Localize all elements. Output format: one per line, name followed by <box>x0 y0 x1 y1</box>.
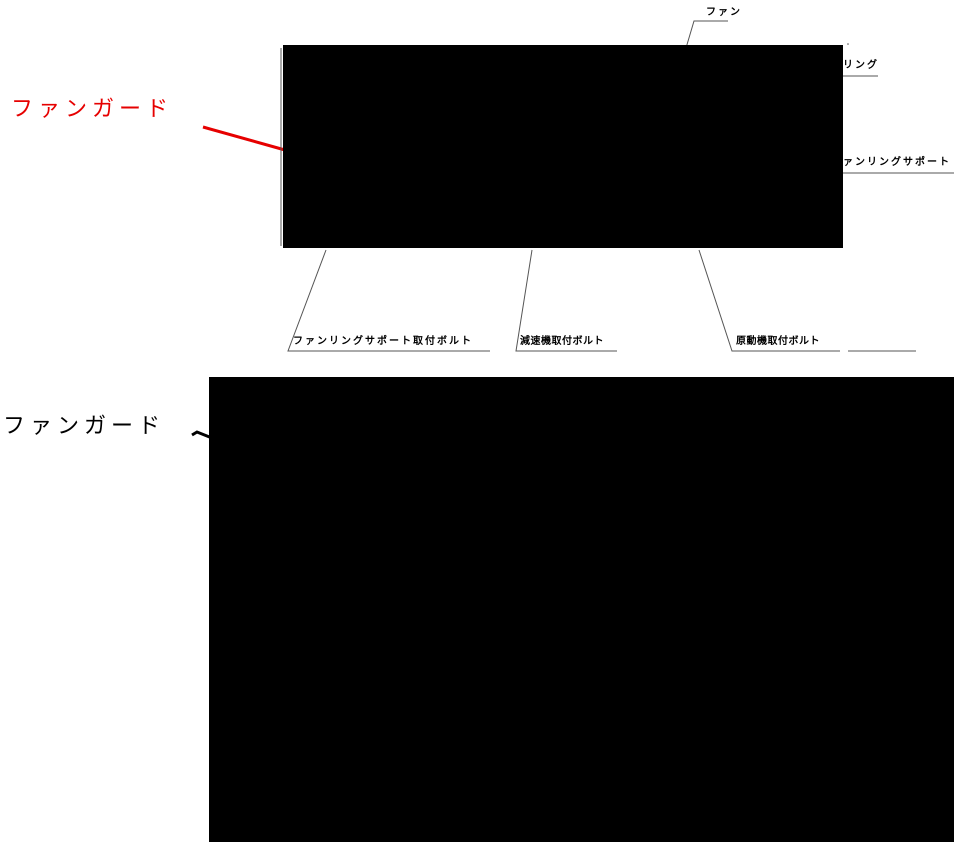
top-leader-lines <box>202 20 954 352</box>
fan-label: ファン <box>706 7 742 18</box>
top-diagram: ファンガード ファン リング ァンリングサポート ファンリングサポート取付ボルト… <box>0 0 954 370</box>
fan-guard-label-bottom: ファンガード <box>3 414 166 439</box>
fan-guard-leader-black <box>191 430 213 440</box>
fan-leader <box>685 20 728 49</box>
top-drawing-block <box>283 45 843 248</box>
reducer-bolt-label: 減速機取付ボルト <box>520 336 604 347</box>
fan-ring-support-bolt-label: ファンリングサポート取付ボルト <box>293 336 473 347</box>
fan-ring-support-label: ァンリングサポート <box>843 157 951 168</box>
reducer-bolt-leader <box>515 249 617 352</box>
fan-guard-label-top: ファンガード <box>11 97 174 122</box>
motor-bolt-label: 原動機取付ボルト <box>736 336 820 347</box>
bottom-diagram: ファンガード <box>0 370 954 842</box>
fan-ring-label: リング <box>843 60 879 71</box>
stray-dot <box>847 43 849 45</box>
motor-bolt-leader <box>698 249 840 352</box>
fan-guard-leader-red <box>202 125 286 152</box>
bottom-drawing-block <box>209 377 954 842</box>
fan-ring-support-bolt-leader <box>287 249 490 352</box>
bottom-leader-lines <box>191 430 213 440</box>
